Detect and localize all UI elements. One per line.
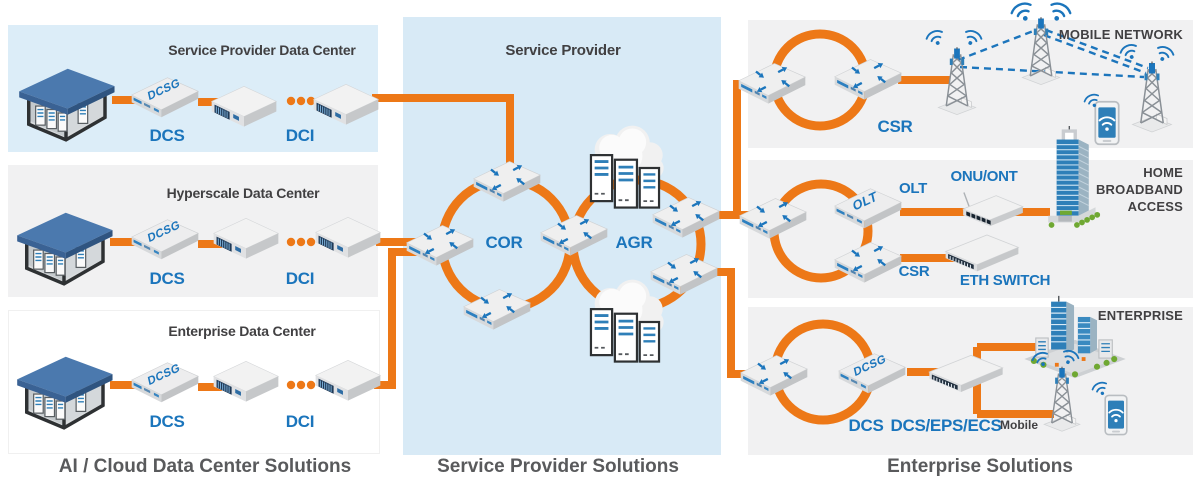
box-title: Enterprise Data Center bbox=[168, 323, 316, 339]
dci-label: DCI bbox=[285, 269, 315, 288]
datacenter-building-icon bbox=[14, 52, 118, 148]
mobile-label: Mobile bbox=[1000, 418, 1038, 432]
dcs-eps-ecs-label: DCS/EPS/ECS bbox=[890, 416, 1002, 435]
dcs-label: DCS bbox=[149, 269, 185, 288]
dcs-eps-ecs-switch-icon bbox=[926, 350, 1006, 394]
server-icon bbox=[208, 82, 280, 128]
csr-router-icon bbox=[737, 350, 811, 398]
cor-router-icon bbox=[460, 284, 534, 332]
csr-router-icon bbox=[736, 193, 810, 241]
cor-router-icon bbox=[470, 156, 544, 204]
home-broadband-title-line: BROADBAND bbox=[1095, 182, 1183, 197]
box-title: Service Provider Data Center bbox=[168, 42, 356, 58]
cell-tower-icon bbox=[934, 36, 980, 130]
dcs-label: DCS bbox=[848, 416, 884, 435]
olt-label: OLT bbox=[899, 180, 927, 197]
dci-label: DCI bbox=[285, 412, 315, 431]
dci-server-icon bbox=[312, 213, 384, 259]
datacenter-building-icon bbox=[12, 196, 116, 292]
dci-label: DCI bbox=[285, 126, 315, 145]
csr-label: CSR bbox=[898, 263, 930, 280]
dci-server-icon bbox=[310, 80, 382, 126]
agr-label: AGR bbox=[615, 233, 653, 252]
datacenter-building-icon bbox=[12, 340, 116, 436]
cor-router-icon bbox=[403, 220, 477, 268]
smartphone-wifi-icon bbox=[1104, 394, 1128, 436]
csr-router-icon bbox=[735, 58, 809, 106]
ethernet-switch-icon bbox=[942, 230, 1022, 273]
home-broadband-title-line: ACCESS bbox=[1127, 199, 1183, 214]
csr-router-icon bbox=[831, 237, 905, 285]
eth-switch-label: ETH SWITCH bbox=[959, 272, 1051, 289]
caption-enterprise: Enterprise Solutions bbox=[887, 456, 1073, 477]
caption-ai-cloud: AI / Cloud Data Center Solutions bbox=[58, 456, 352, 477]
enterprise-title: ENTERPRISE bbox=[1097, 308, 1183, 323]
server-icon bbox=[210, 214, 282, 260]
skyscraper-icon bbox=[1040, 126, 1102, 236]
cor-label: COR bbox=[485, 233, 523, 252]
agr-router-icon bbox=[647, 249, 721, 297]
dcs-label: DCS bbox=[149, 412, 185, 431]
dcs-label: DCS bbox=[149, 126, 185, 145]
home-broadband-title: HOME BROADBAND ACCESS bbox=[1096, 164, 1183, 215]
box-title: Hyperscale Data Center bbox=[166, 185, 320, 201]
home-broadband-title-line: HOME bbox=[1143, 165, 1183, 180]
csr-label: CSR bbox=[877, 117, 913, 136]
mobile-network-title: MOBILE NETWORK bbox=[1058, 27, 1183, 42]
dci-server-icon bbox=[312, 356, 384, 402]
onu-ont-label: ONU/ONT bbox=[950, 168, 1018, 185]
onu-ont-device-icon bbox=[960, 190, 1026, 228]
server-icon bbox=[210, 357, 282, 403]
csr-router-icon bbox=[831, 54, 905, 102]
core-agg-router-icon bbox=[537, 210, 611, 258]
agr-router-icon bbox=[649, 192, 723, 240]
caption-service-provider: Service Provider Solutions bbox=[437, 456, 679, 477]
service-provider-title: Service Provider bbox=[505, 42, 621, 59]
cell-tower-icon bbox=[1040, 358, 1084, 444]
